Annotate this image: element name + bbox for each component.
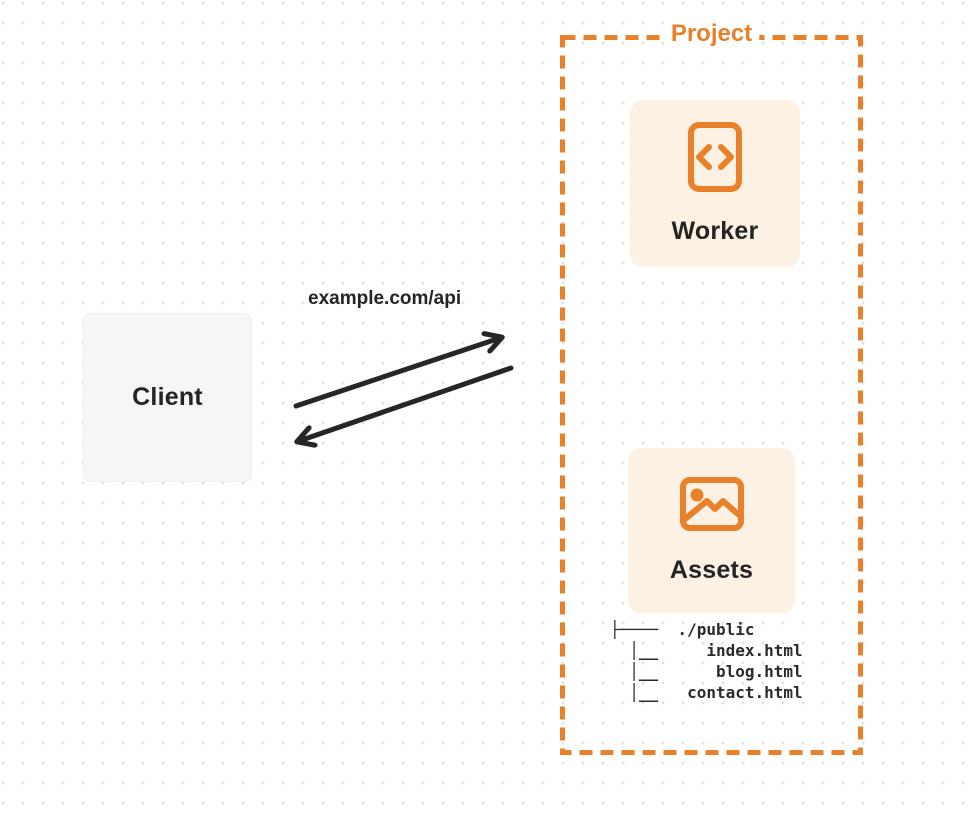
worker-node: Worker xyxy=(630,100,800,267)
image-icon-mountains xyxy=(681,497,742,522)
file-tree: ├──── ./public │__ index.html │__ blog.h… xyxy=(610,619,803,703)
file-tree-contact: │__ contact.html xyxy=(610,683,803,702)
file-tree-blog: │__ blog.html xyxy=(610,662,803,681)
file-tree-index: │__ index.html xyxy=(610,641,803,660)
image-icon xyxy=(679,476,744,531)
request-url-label: example.com/api xyxy=(308,288,462,309)
file-tree-root: ├──── ./public xyxy=(610,620,755,639)
request-arrow xyxy=(293,338,500,409)
project-container: Project Worker Assets ├──── ./public │__… xyxy=(560,20,863,755)
assets-label: Assets xyxy=(669,555,754,584)
assets-node: Assets xyxy=(628,448,795,613)
worker-label: Worker xyxy=(671,216,759,245)
response-arrow xyxy=(299,365,514,441)
client-node: Client xyxy=(83,313,252,482)
client-label: Client xyxy=(132,383,203,411)
image-icon-sun xyxy=(690,488,703,501)
project-label: Project xyxy=(663,20,760,48)
code-document-icon xyxy=(688,121,742,192)
